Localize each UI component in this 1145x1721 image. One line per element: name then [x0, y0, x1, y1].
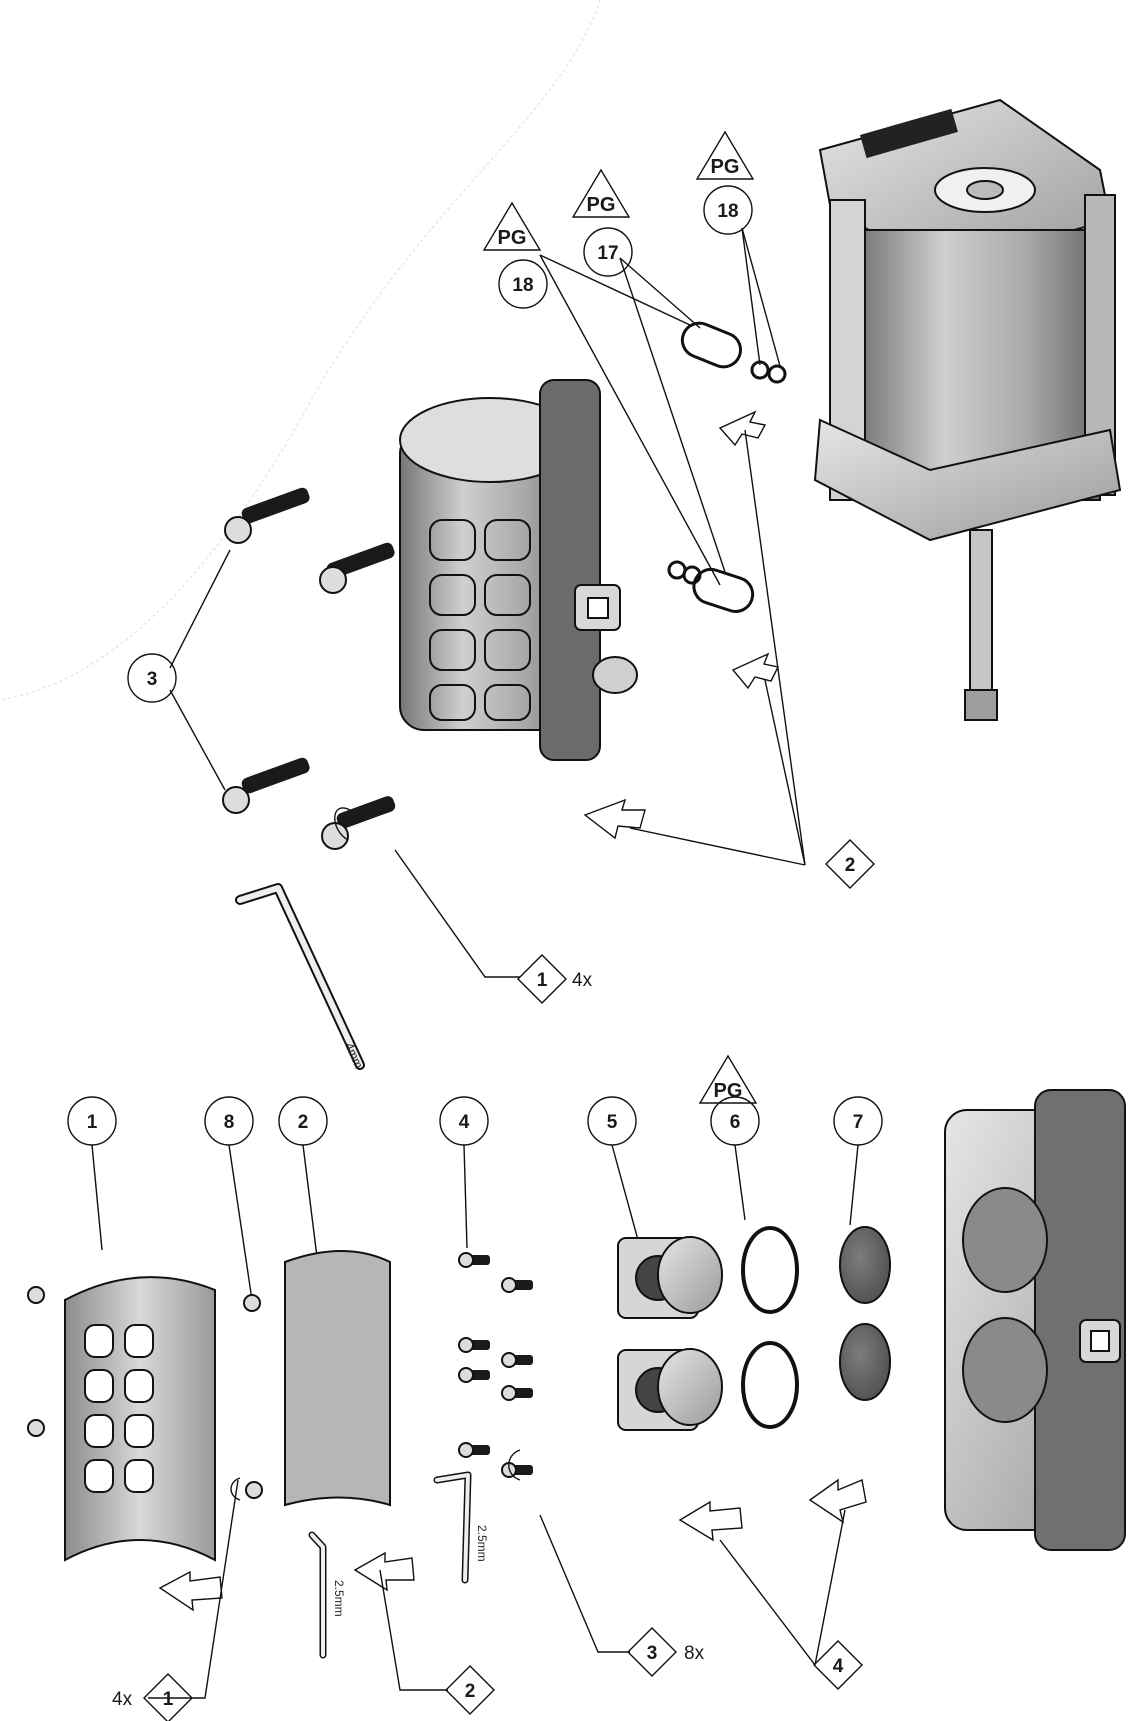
step-2-bottom: 2 — [445, 1665, 495, 1715]
step-2-top: 2 — [825, 839, 875, 889]
callout-bottom-4: 4 — [439, 1096, 489, 1146]
screw-with-clip — [321, 796, 396, 850]
svg-text:4: 4 — [459, 1112, 470, 1133]
screw-part-8 — [243, 1294, 261, 1312]
callout-3: 3 — [127, 653, 177, 703]
bottom-leader-lines — [91, 1144, 859, 1699]
hex-key-4mm-label: 4mm — [342, 1041, 366, 1071]
cover-plain — [284, 1250, 391, 1507]
svg-text:PG: PG — [711, 156, 740, 178]
positioner-housing — [399, 379, 638, 761]
svg-text:3: 3 — [147, 669, 158, 690]
callout-18-left: 18 — [498, 259, 548, 309]
callout-bottom-6: 6 — [710, 1096, 760, 1146]
svg-text:2: 2 — [845, 855, 856, 876]
callout-bottom-8: 8 — [204, 1096, 254, 1146]
svg-text:2.5mm: 2.5mm — [332, 1580, 346, 1617]
svg-text:PG: PG — [498, 227, 527, 249]
direction-arrow-bottom-3 — [678, 1500, 743, 1542]
cover-slotted — [27, 1276, 216, 1562]
svg-text:5: 5 — [607, 1112, 618, 1133]
svg-text:8: 8 — [224, 1112, 235, 1133]
direction-arrow-bottom-1 — [158, 1570, 223, 1612]
svg-text:2: 2 — [298, 1112, 309, 1133]
svg-text:1: 1 — [537, 970, 548, 991]
svg-text:8x: 8x — [684, 1643, 705, 1664]
callout-18-right: 18 — [703, 185, 753, 235]
port-flange-lower — [617, 1348, 723, 1431]
svg-text:7: 7 — [853, 1112, 864, 1133]
callout-bottom-2: 2 — [278, 1096, 328, 1146]
top-leader-lines — [169, 227, 806, 978]
filter-disc-lower — [839, 1323, 891, 1401]
direction-arrow-bottom-4 — [808, 1478, 867, 1524]
pg-mark-bottom: PG — [698, 1054, 758, 1104]
direction-arrow-top-1 — [718, 410, 767, 447]
step-3-bottom: 3 8x — [627, 1627, 705, 1677]
callout-bottom-5: 5 — [587, 1096, 637, 1146]
svg-text:3: 3 — [647, 1643, 658, 1664]
screws-part-4 — [458, 1252, 533, 1481]
hex-key-2-5mm-b: 2.5mm — [433, 1471, 489, 1584]
svg-text:18: 18 — [717, 201, 738, 222]
svg-text:2: 2 — [465, 1681, 476, 1702]
o-ring-lower — [741, 1341, 799, 1429]
pg-mark-2: PG — [571, 168, 631, 218]
svg-text:1: 1 — [163, 1689, 174, 1710]
step-4-bottom: 4 — [813, 1640, 863, 1690]
callout-bottom-1: 1 — [67, 1096, 117, 1146]
hex-key-2-5mm-a: 2.5mm — [308, 1531, 346, 1659]
svg-text:PG: PG — [587, 194, 616, 216]
direction-arrow-top-3 — [583, 798, 646, 840]
actuator-assembly — [813, 98, 1122, 721]
direction-arrow-bottom-2 — [353, 1551, 415, 1592]
screw-lower-left — [222, 757, 310, 814]
direction-arrow-top-2 — [731, 652, 780, 690]
svg-text:1: 1 — [87, 1112, 98, 1133]
o-ring-upper — [741, 1226, 799, 1314]
pg-mark-1: PG — [482, 201, 542, 251]
step-1-bottom: 1 4x — [112, 1673, 193, 1721]
svg-text:4x: 4x — [572, 970, 593, 991]
step-1-top: 1 4x — [517, 954, 593, 1004]
svg-text:4x: 4x — [112, 1689, 133, 1710]
svg-text:4: 4 — [833, 1656, 844, 1677]
svg-text:2.5mm: 2.5mm — [475, 1525, 489, 1562]
hex-key-4mm: 4mm — [235, 883, 366, 1071]
screw-upper-left — [224, 487, 310, 544]
port-flange-upper — [617, 1236, 723, 1319]
filter-disc-upper — [839, 1226, 891, 1304]
callout-bottom-7: 7 — [833, 1096, 883, 1146]
seal-gasket-lower — [667, 560, 755, 613]
positioner-housing-rear — [944, 1089, 1126, 1551]
svg-text:17: 17 — [597, 243, 618, 264]
svg-text:18: 18 — [512, 275, 533, 296]
screw-upper-mid — [319, 542, 395, 594]
pg-mark-3: PG — [695, 130, 755, 180]
callout-17: 17 — [583, 227, 633, 277]
svg-text:6: 6 — [730, 1112, 741, 1133]
screw-with-clip-bottom-1 — [230, 1477, 263, 1501]
